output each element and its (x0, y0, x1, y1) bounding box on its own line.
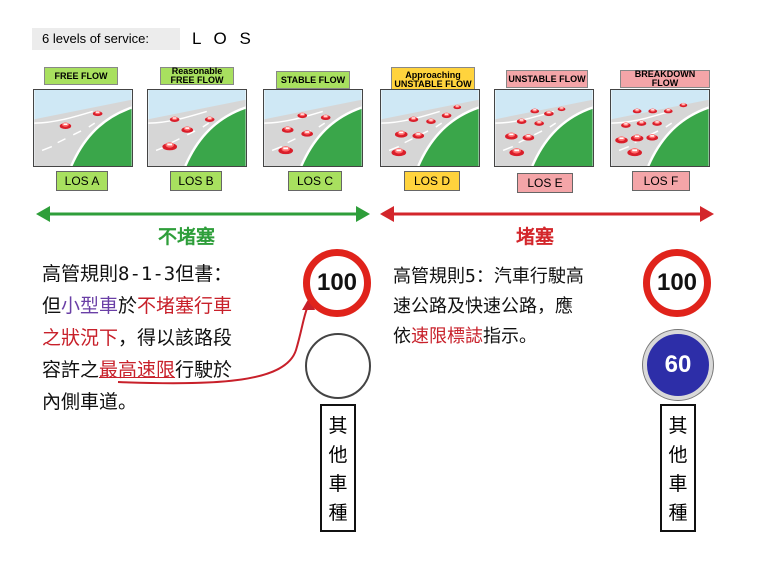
los-header-5: UNSTABLE FLOW (506, 70, 588, 88)
los-header-6: BREAKDOWN FLOW (620, 70, 710, 88)
left-rule-line-2: 但小型車於不堵塞行車 (42, 295, 233, 317)
right-rule-line-3: 依速限標誌指示。 (393, 326, 537, 347)
title-acronym: L O S (192, 29, 255, 48)
title-prefix: 6 levels of service: (32, 28, 180, 50)
right-rule-line-2: 速公路及快速公路，應 (393, 296, 573, 317)
other-vehicles-box-right: 其 他 車 種 (660, 404, 696, 532)
left-rule-line-5: 內側車道。 (42, 391, 138, 413)
other-vehicles-box-left: 其 他 車 種 (320, 404, 356, 532)
los-b-road-image (147, 89, 247, 167)
los-label-b: LOS B (170, 171, 222, 191)
category-congested: 堵塞 (516, 226, 555, 248)
los-label-e: LOS E (517, 173, 573, 193)
los-label-c: LOS C (288, 171, 342, 191)
los-f-road-image (610, 89, 710, 167)
category-arrows (36, 206, 714, 222)
left-rule-line-3: 之狀況下，得以該路段 (42, 327, 233, 349)
los-c-road-image (263, 89, 363, 167)
minimum-speed-sign: 60 (643, 330, 713, 400)
los-header-2: Reasonable FREE FLOW (160, 67, 234, 85)
speed-limit-sign-left: 100 (303, 249, 371, 317)
los-d-road-image (380, 89, 480, 167)
los-label-a: LOS A (56, 171, 108, 191)
los-header-1: FREE FLOW (44, 67, 118, 85)
congested-arrow (380, 206, 714, 222)
speed-limit-sign-right: 100 (643, 249, 711, 317)
right-rule-line-1: 高管規則5：汽車行駛高 (393, 266, 584, 287)
los-label-f: LOS F (632, 171, 690, 191)
category-not-congested: 不堵塞 (158, 226, 216, 248)
los-label-d: LOS D (404, 171, 460, 191)
not-congested-arrow (36, 206, 370, 222)
los-header-3: STABLE FLOW (276, 71, 350, 89)
los-a-road-image (33, 89, 133, 167)
left-rule-text: 高管規則8-1-3但書： 但小型車於不堵塞行車 之狀況下，得以該路段 容許之最高… (42, 258, 312, 418)
left-rule-line-4: 容許之最高速限行駛於 (42, 359, 233, 381)
right-rule-text: 高管規則5：汽車行駛高 速公路及快速公路，應 依速限標誌指示。 (393, 262, 643, 352)
los-header-4: Approaching UNSTABLE FLOW (391, 67, 475, 93)
left-rule-line-1: 高管規則8-1-3但書： (42, 263, 233, 285)
blank-sign (305, 333, 371, 399)
los-e-road-image (494, 89, 594, 167)
